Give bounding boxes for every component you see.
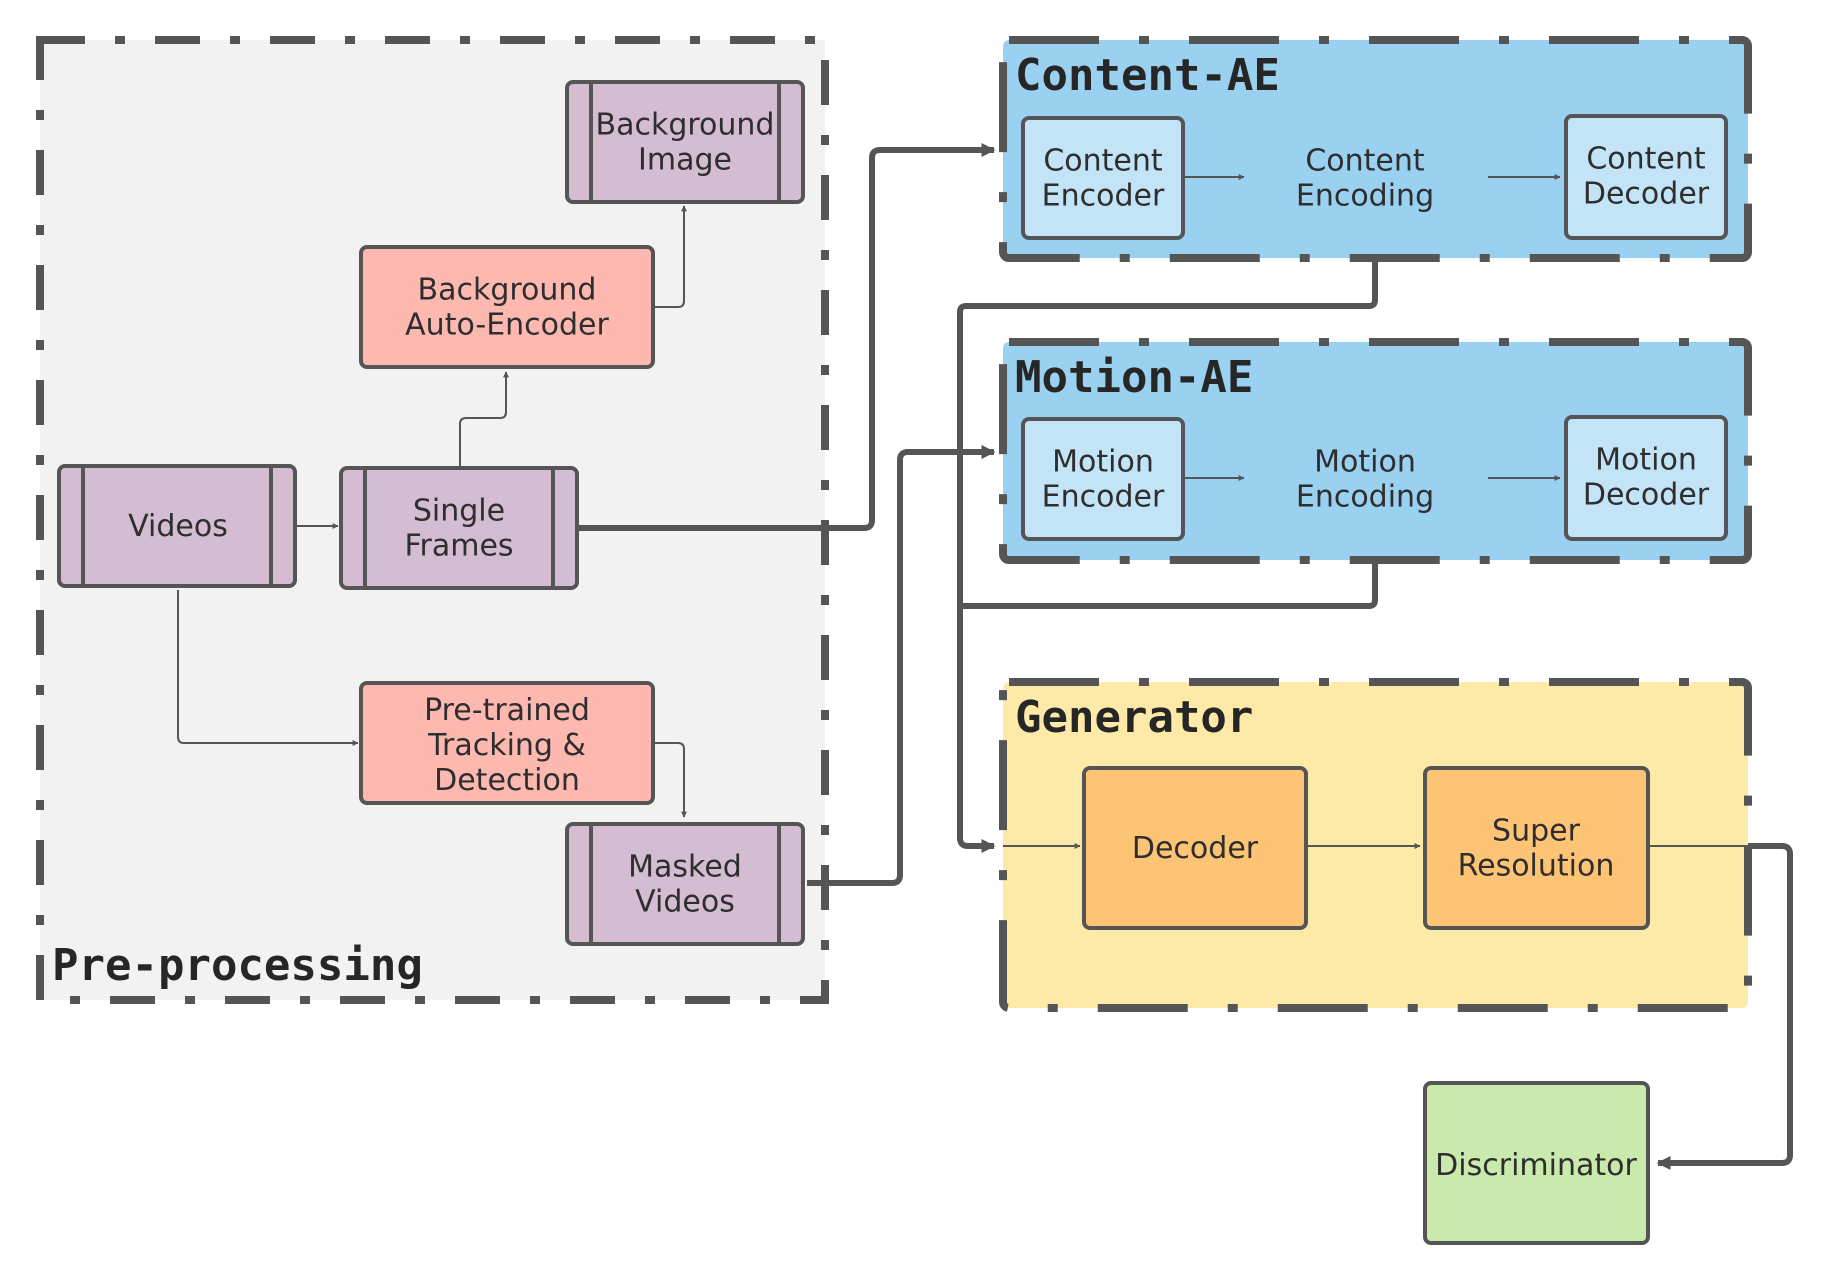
motion-encoder-line: Encoder	[1042, 480, 1165, 515]
content-decoder-line: Content	[1586, 142, 1706, 177]
content-encoding-line: Encoding	[1296, 179, 1434, 214]
videos-label: Videos	[128, 509, 228, 544]
discriminator-line: Discriminator	[1435, 1148, 1637, 1183]
single-frames-line: Frames	[404, 529, 513, 564]
connector-motion-encoding-to-generator	[960, 560, 1378, 609]
videos-line: Videos	[128, 509, 228, 544]
arrow-bg-ae-to-bg-image	[653, 205, 687, 308]
masked-videos-line: Videos	[635, 885, 735, 920]
single-frames-line: Single	[413, 494, 505, 529]
motion-decoder-line: Decoder	[1583, 478, 1710, 513]
node-discriminator: Discriminator	[1423, 1081, 1650, 1245]
discriminator-label: Discriminator	[1435, 1148, 1637, 1183]
decoder-line: Decoder	[1132, 831, 1259, 866]
background-image-line: Background	[596, 108, 775, 143]
arrow-videos-to-tracking	[177, 590, 359, 746]
connector-content-encoding-to-generator	[957, 258, 1378, 853]
motion-encoding-line: Motion	[1314, 445, 1416, 480]
motion-ae-title: Motion-AE	[1015, 352, 1253, 403]
background-image-line: Image	[638, 143, 732, 178]
background-autoencoder-line: Background	[418, 273, 597, 308]
node-videos: Videos	[57, 464, 297, 588]
tracking-detection-line: Tracking &	[427, 728, 586, 763]
preprocessing-title: Pre-processing	[52, 940, 423, 991]
arrow-frames-to-bg-ae	[459, 371, 509, 467]
content-decoder-line: Decoder	[1583, 177, 1710, 212]
motion-decoder-line: Motion	[1595, 443, 1697, 478]
tracking-detection-line: Detection	[434, 763, 580, 798]
content-encoder-line: Content	[1043, 144, 1163, 179]
arrow-tracking-to-masked	[653, 742, 687, 818]
node-decoder: Decoder	[1082, 766, 1308, 930]
super-resolution-line: Resolution	[1458, 849, 1615, 884]
decoder-label: Decoder	[1132, 831, 1259, 866]
content-ae-group: Content-AE	[999, 36, 1752, 262]
masked-videos-line: Masked	[628, 850, 742, 885]
generator-title: Generator	[1015, 692, 1253, 743]
content-encoder-line: Encoder	[1042, 179, 1165, 214]
super-resolution-line: Super	[1492, 814, 1581, 849]
tracking-detection-line: Pre-trained	[424, 693, 590, 728]
background-autoencoder-line: Auto-Encoder	[405, 308, 609, 343]
motion-encoding-line: Encoding	[1296, 480, 1434, 515]
arrow-generator-to-discriminator	[1656, 843, 1793, 1170]
motion-encoder-line: Motion	[1052, 445, 1154, 480]
content-encoding-line: Content	[1305, 144, 1425, 179]
arrow-frames-to-content-ae	[577, 143, 996, 531]
content-ae-title: Content-AE	[1015, 50, 1280, 101]
arrow-masked-to-motion-ae	[807, 445, 996, 886]
connectors	[177, 143, 1793, 1170]
